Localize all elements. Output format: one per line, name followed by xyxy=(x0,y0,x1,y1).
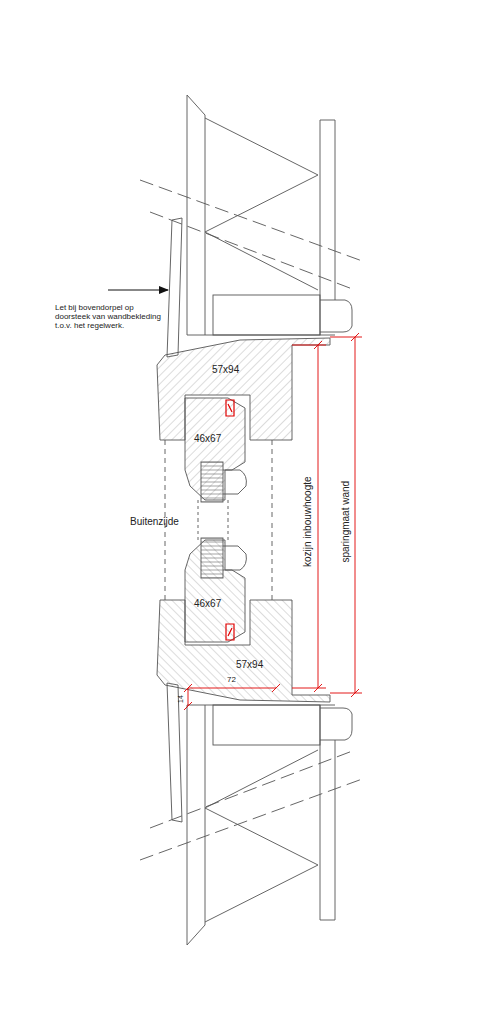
dimension-lines xyxy=(184,333,362,710)
sill-detail xyxy=(140,520,365,945)
dimension-value: 72 xyxy=(226,675,237,684)
head-detail xyxy=(140,95,365,520)
sash-size: 46x67 xyxy=(194,598,221,610)
frame-size: 57x94 xyxy=(236,659,263,671)
dimension-value: 14 xyxy=(177,695,185,703)
note-text: Let bij bovendorpel op doorsteek van wan… xyxy=(55,303,167,331)
dimension-label: sparingmaat wand xyxy=(340,480,352,564)
leader-arrow xyxy=(108,290,168,291)
sash-size: 46x67 xyxy=(194,433,221,445)
frame-size: 57x94 xyxy=(212,364,239,376)
side-label: Buitenzijde xyxy=(130,516,179,528)
dimension-label: kozijn inbouwhoogte xyxy=(301,476,313,569)
